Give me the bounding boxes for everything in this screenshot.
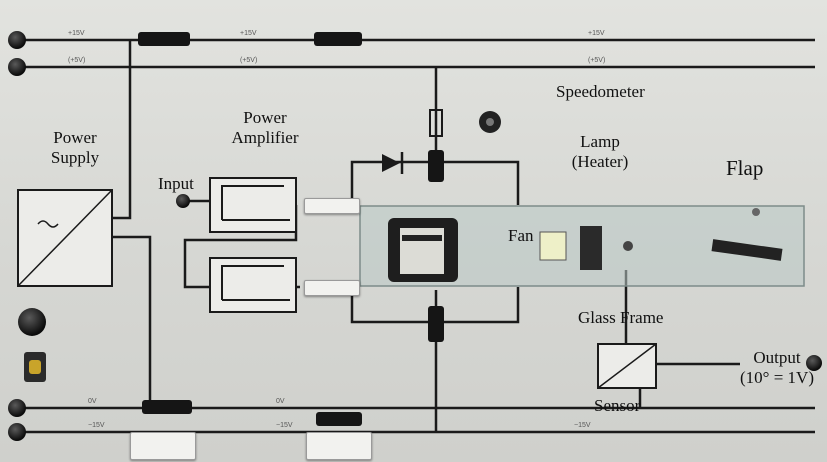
power-supply-module — [17, 189, 113, 287]
rail-tag-0v-b: 0V — [276, 398, 285, 405]
rail-tag-plus15-b: +15V — [240, 30, 257, 37]
rail-tag-plus5-c: (+5V) — [588, 57, 606, 64]
fan — [539, 226, 633, 270]
rail-tag-minus15-b: −15V — [276, 422, 293, 429]
label-glass-frame: Glass Frame — [578, 308, 664, 327]
rail-tag-minus15-a: −15V — [88, 422, 105, 429]
label-lamp: Lamp (Heater) — [560, 132, 640, 172]
label-power-supply-line2: Supply — [50, 148, 100, 167]
lead-upper[interactable] — [304, 198, 360, 214]
power-switch-knob[interactable] — [18, 308, 46, 336]
label-fan: Fan — [508, 226, 534, 245]
socket-minus15[interactable] — [8, 423, 26, 441]
supply-return-wire — [112, 235, 152, 408]
lamp-heater — [388, 218, 458, 282]
rail-tag-plus5-a: (+5V) — [68, 57, 86, 64]
socket-plus5[interactable] — [8, 58, 26, 76]
flap — [711, 208, 783, 261]
label-speedometer: Speedometer — [556, 82, 645, 101]
supply-feed-wire — [112, 40, 132, 220]
socket-0v[interactable] — [8, 399, 26, 417]
vertical-plug-lower[interactable] — [428, 306, 444, 342]
bridge-plug-4[interactable] — [316, 412, 362, 426]
socket-input[interactable] — [176, 194, 190, 208]
fuse-indicator — [29, 360, 41, 374]
label-output-line2: (10° = 1V) — [740, 368, 814, 387]
label-output: Output (10° = 1V) — [732, 348, 822, 388]
label-power-amplifier-line1: Power — [243, 108, 287, 127]
label-input: Input — [158, 174, 194, 193]
bridge-plug-3[interactable] — [142, 400, 192, 414]
sensor-module — [597, 343, 657, 389]
label-lamp-line1: Lamp — [580, 132, 620, 151]
lead-bottom-left[interactable] — [130, 432, 196, 460]
rail-tag-plus15-a: +15V — [68, 30, 85, 37]
potentiometer-symbol — [429, 109, 443, 137]
vertical-plug-upper[interactable] — [428, 150, 444, 182]
lamp-feed-wire — [350, 67, 438, 205]
label-power-supply: Power Supply — [40, 128, 110, 168]
label-power-supply-line1: Power — [53, 128, 97, 147]
rail-tag-plus15-c: +15V — [588, 30, 605, 37]
label-lamp-line2: (Heater) — [571, 152, 629, 171]
lead-bottom-center[interactable] — [306, 432, 372, 460]
label-output-line1: Output — [753, 348, 801, 367]
rail-tag-plus5-b: (+5V) — [240, 57, 258, 64]
socket-output[interactable] — [806, 355, 822, 371]
amp-symbols — [209, 177, 297, 313]
label-power-amplifier: Power Amplifier — [222, 108, 308, 148]
diode-symbol — [382, 152, 404, 174]
label-flap: Flap — [726, 156, 764, 180]
label-sensor: Sensor — [594, 396, 641, 415]
rail-tag-0v-a: 0V — [88, 398, 97, 405]
rail-tag-minus15-c: −15V — [574, 422, 591, 429]
lead-lower[interactable] — [304, 280, 360, 296]
bridge-plug-1[interactable] — [138, 32, 190, 46]
bridge-plug-2[interactable] — [314, 32, 362, 46]
socket-plus15[interactable] — [8, 31, 26, 49]
label-power-amplifier-line2: Amplifier — [231, 128, 299, 147]
